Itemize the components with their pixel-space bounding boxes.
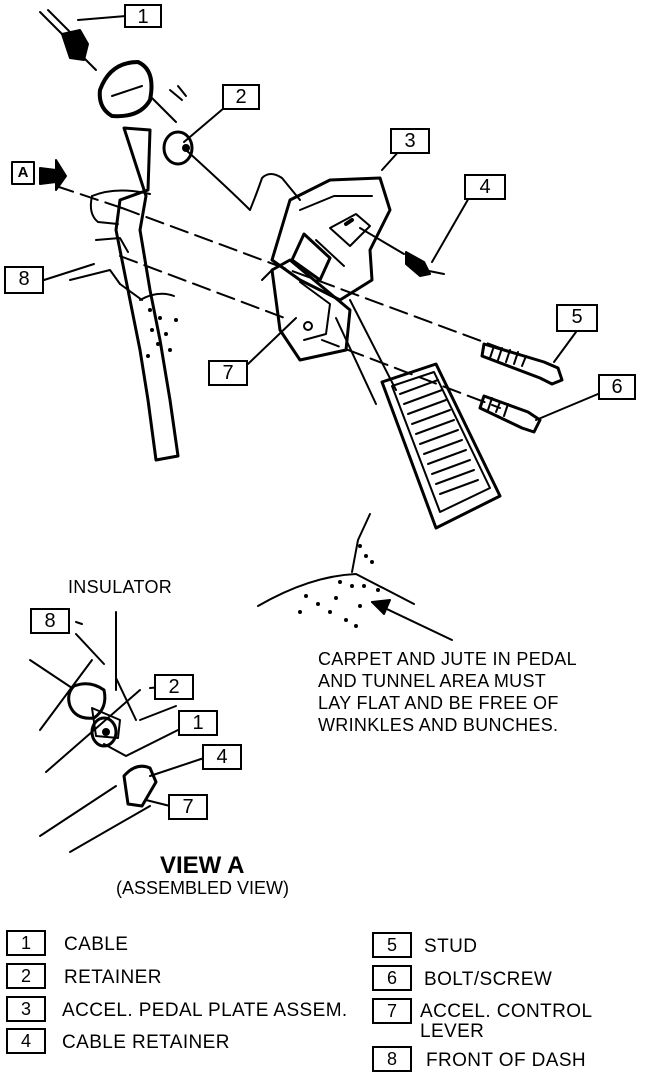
note-line: LAY FLAT AND BE FREE OF (318, 693, 559, 713)
view-a-callout-7: 7 (168, 794, 208, 820)
cable-end-fitting (61, 29, 89, 61)
callout-5: 5 (556, 304, 598, 332)
bolt (478, 394, 542, 434)
legend-num: 3 (6, 996, 46, 1022)
view-a-marker: A (17, 164, 29, 181)
legend-text: STUD (424, 936, 478, 957)
view-a-lines (29, 659, 73, 689)
legend-text: ACCEL. PEDAL PLATE ASSEM. (62, 1000, 348, 1021)
callout-8: 8 (4, 266, 44, 294)
callout-1: 1 (124, 4, 162, 28)
legend-text: CABLE (64, 934, 129, 955)
cable-retainer (405, 251, 431, 277)
note-line: WRINKLES AND BUNCHES. (318, 715, 559, 735)
grommet (97, 60, 154, 119)
floor-dots (146, 308, 178, 358)
legend-text: RETAINER (64, 967, 162, 988)
legend-num: 5 (372, 932, 412, 958)
view-a-subtitle: (ASSEMBLED VIEW) (116, 878, 290, 898)
legend-text: BOLT/SCREW (424, 969, 553, 990)
insulator-label: INSULATOR (68, 577, 173, 597)
legend-text: CABLE RETAINER (62, 1032, 230, 1053)
carpet-dots (298, 544, 380, 628)
alignment-line (55, 185, 123, 209)
pedal-pad (380, 362, 502, 530)
note-line: AND TUNNEL AREA MUST (318, 671, 547, 691)
view-a-callout-1: 1 (178, 710, 218, 736)
legend-text: ACCEL. CONTROL LEVER (420, 1001, 592, 1042)
callout-7: 7 (208, 360, 248, 386)
legend-text: FRONT OF DASH (426, 1050, 587, 1071)
carpet-sketch (257, 573, 415, 607)
view-a-callout-2: 2 (154, 674, 194, 700)
view-a-callout-4: 4 (202, 744, 242, 770)
legend-num: 2 (6, 963, 46, 989)
legend-num: 7 (372, 998, 412, 1024)
callout-6: 6 (598, 374, 636, 400)
legend-num: 4 (6, 1028, 46, 1054)
legend-num: 6 (372, 965, 412, 991)
dash-panel (114, 126, 180, 462)
callout-2: 2 (222, 84, 260, 110)
callout-3: 3 (390, 128, 430, 154)
stud (480, 342, 564, 386)
pedal-ribs (399, 379, 479, 495)
legend-num: 8 (372, 1046, 412, 1072)
note-line: CARPET AND JUTE IN PEDAL (318, 649, 577, 669)
callout-4: 4 (464, 174, 506, 200)
retainer-disc (162, 130, 194, 166)
legend-num: 1 (6, 930, 46, 956)
control-lever (270, 258, 352, 362)
pedal-plate (270, 176, 392, 302)
view-a-callout-8: 8 (30, 608, 70, 634)
view-a-title: VIEW A (160, 852, 245, 879)
